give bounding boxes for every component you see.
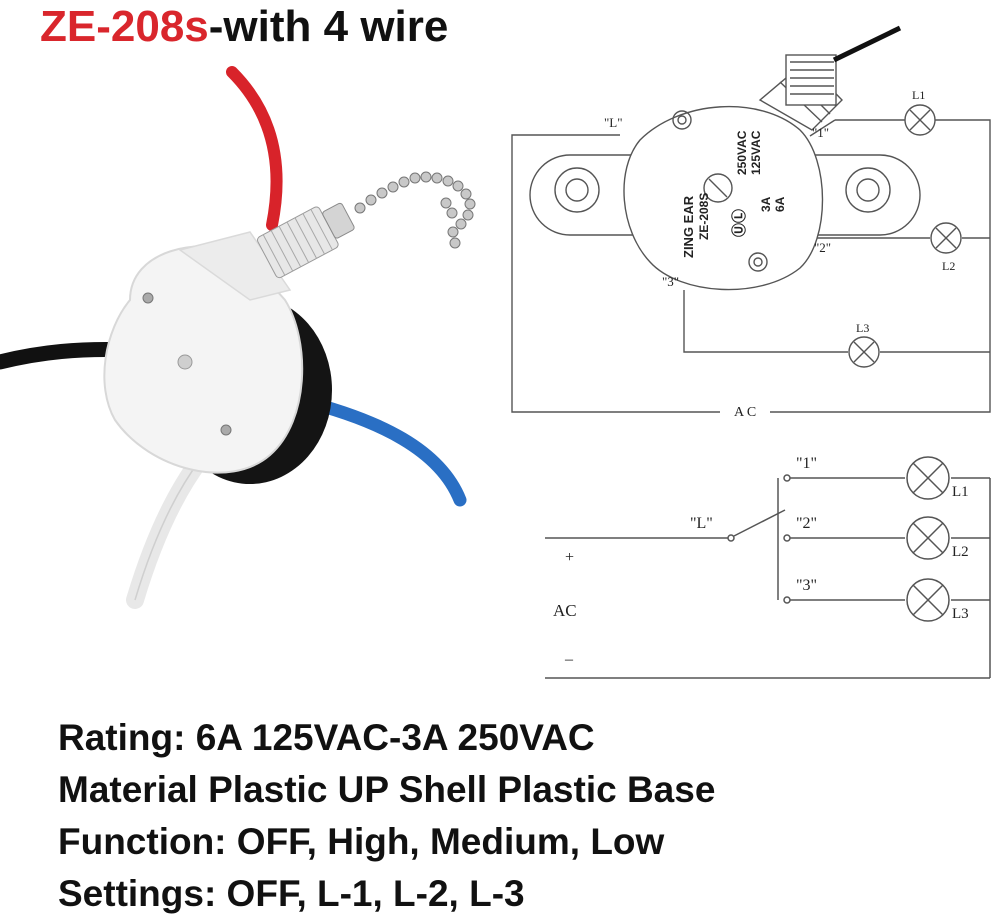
- red-wire: [226, 66, 283, 231]
- spec-material: Material Plastic UP Shell Plastic Base: [58, 769, 716, 810]
- spec-function: Function: OFF, High, Medium, Low: [58, 821, 665, 862]
- top-ac-label: A C: [734, 405, 756, 420]
- switch-photo: [0, 66, 476, 609]
- top-terminal-L: "L": [604, 115, 623, 130]
- ul-mark-icon: ⓊⓁ: [731, 209, 747, 237]
- top-terminal-2: "2": [814, 240, 831, 255]
- bottom-lamp-l1-label: L1: [952, 484, 969, 500]
- product-title: ZE-208s-with 4 wire: [40, 2, 448, 52]
- bottom-lamp-l3-label: L3: [952, 606, 969, 622]
- lamp-1-symbol: [906, 456, 950, 500]
- top-cable: [832, 25, 902, 63]
- bottom-terminal-2: "2": [796, 515, 817, 532]
- pull-chain: [354, 171, 476, 249]
- model-name: ZE-208s: [40, 2, 209, 51]
- marking-amp-2: 6A: [773, 196, 787, 212]
- spec-list: Rating: 6A 125VAC-3A 250VAC Material Pla…: [58, 712, 715, 920]
- bottom-wiring-diagram: [545, 456, 991, 679]
- top-lamp-l2-label: L2: [942, 259, 955, 273]
- lamp-l1-symbol: [904, 104, 936, 136]
- lamp-l3-symbol: [848, 336, 880, 368]
- bottom-terminal-1: "1": [796, 455, 817, 472]
- lamp-3-symbol: [906, 578, 950, 622]
- top-wiring-diagram: [511, 54, 991, 413]
- top-lamp-l3-label: L3: [856, 321, 869, 335]
- bottom-ac-label: AC: [553, 601, 577, 620]
- lamp-2-symbol: [906, 516, 950, 560]
- bottom-plus-label: +: [565, 549, 574, 566]
- spec-rating: Rating: 6A 125VAC-3A 250VAC: [58, 717, 595, 758]
- top-terminal-3: "3": [662, 274, 679, 289]
- title-suffix: -with 4 wire: [208, 2, 449, 51]
- spec-settings: Settings: OFF, L-1, L-2, L-3: [58, 873, 525, 914]
- top-lamp-l1-label: L1: [912, 88, 925, 102]
- bushing: [257, 202, 355, 279]
- switch-body-outline: [623, 105, 824, 291]
- marking-brand: ZING EAR: [681, 195, 696, 258]
- lamp-l2-symbol: [930, 222, 962, 254]
- marking-model: ZE-208S: [697, 193, 711, 240]
- bottom-lamp-l2-label: L2: [952, 544, 969, 560]
- bottom-terminal-L: "L": [690, 515, 713, 532]
- marking-voltage-1: 250VAC: [735, 130, 749, 175]
- marking-amp-1: 3A: [759, 196, 773, 212]
- marking-voltage-2: 125VAC: [749, 130, 763, 175]
- bottom-terminal-3: "3": [796, 577, 817, 594]
- top-terminal-1: "1": [812, 125, 829, 140]
- bottom-minus-label: –: [564, 651, 574, 668]
